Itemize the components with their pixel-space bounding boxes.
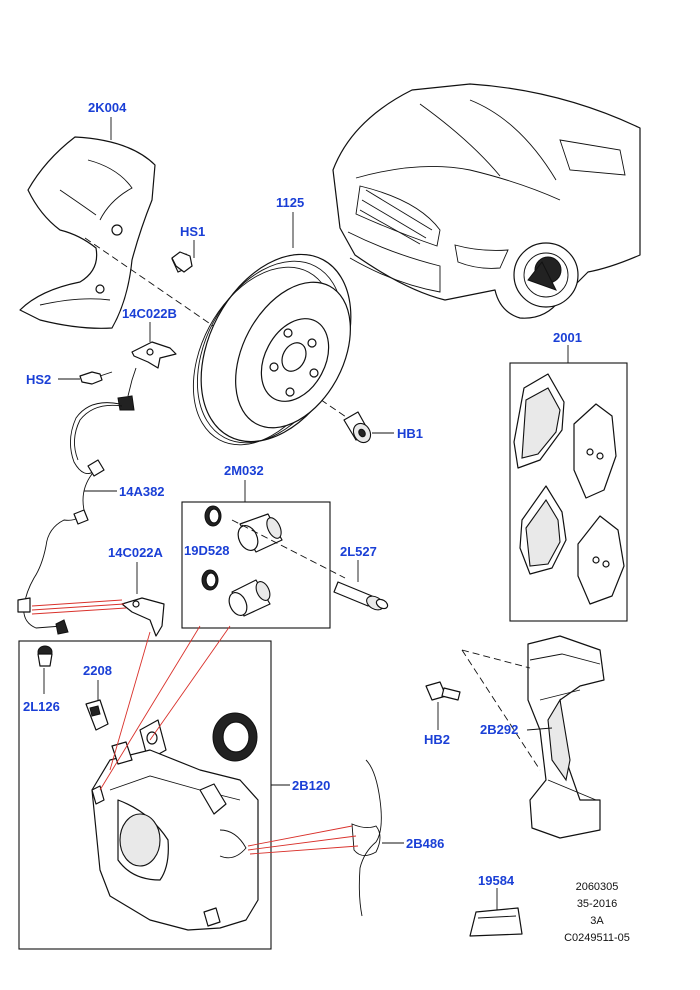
guide-kit-axis	[231, 519, 346, 579]
callout-hs1: HS1	[180, 224, 205, 239]
callout-carrier: 2B292	[480, 722, 518, 737]
red-leaders-sensor	[31, 599, 127, 615]
guide-kit-parts	[201, 505, 283, 617]
callout-hb2: HB2	[424, 732, 450, 747]
callout-bracket-lower: 14C022A	[108, 545, 164, 560]
leader-carrier	[526, 727, 553, 731]
grease-sachet	[469, 907, 523, 937]
callout-grease: 19584	[478, 873, 515, 888]
wheel-speed-sensor	[17, 367, 137, 635]
bleed-cap-2l126	[37, 645, 53, 667]
bleed-screw-2208	[85, 699, 109, 731]
caliper-carrier	[527, 635, 605, 839]
pad-set-frame	[509, 362, 628, 622]
red-leaders-spring	[247, 825, 359, 855]
info-line-4: C0249511-05	[564, 932, 630, 944]
callout-spring: 2B486	[406, 836, 444, 851]
callout-splash-shield: 2K004	[88, 100, 127, 115]
callout-guide-kit: 2M032	[224, 463, 264, 478]
callout-pad-set: 2001	[553, 330, 582, 345]
callout-caliper: 2B120	[292, 778, 330, 793]
sensor-bracket-upper	[131, 341, 177, 369]
sensor-bracket-lower	[121, 597, 165, 637]
callout-boot: 19D528	[184, 543, 230, 558]
carrier-axis-upper	[461, 649, 531, 669]
callout-bracket-upper: 14C022B	[122, 306, 177, 321]
red-leaders-caliper	[99, 625, 231, 791]
brake-disc	[192, 253, 352, 446]
guide-kit-frame	[181, 501, 331, 629]
bolt-hs1	[171, 251, 193, 273]
callout-sensor: 14A382	[119, 484, 165, 499]
caliper-spring	[351, 759, 382, 917]
callout-bleed-cap: 2L126	[23, 699, 60, 714]
info-line-1: 2060305	[576, 881, 619, 893]
brake-caliper	[91, 719, 259, 931]
splash-shield	[19, 136, 156, 329]
bolt-hb1	[343, 411, 372, 444]
info-line-3: 3A	[590, 915, 604, 927]
caliper-frame	[18, 640, 272, 950]
callout-hs2: HS2	[26, 372, 51, 387]
callout-guide-pin: 2L527	[340, 544, 377, 559]
callout-bleed-screw: 2208	[83, 663, 112, 678]
callout-hb1: HB1	[397, 426, 423, 441]
callout-brake-disc: 1125	[276, 195, 304, 210]
info-line-2: 35-2016	[577, 898, 617, 910]
bolt-hb2	[425, 681, 461, 701]
carrier-axis-lower	[461, 649, 541, 771]
guide-pin	[333, 581, 389, 611]
vehicle-illustration	[332, 83, 641, 319]
screw-hs2	[79, 371, 113, 385]
brake-pads	[513, 373, 625, 605]
piston-seal	[212, 712, 258, 762]
